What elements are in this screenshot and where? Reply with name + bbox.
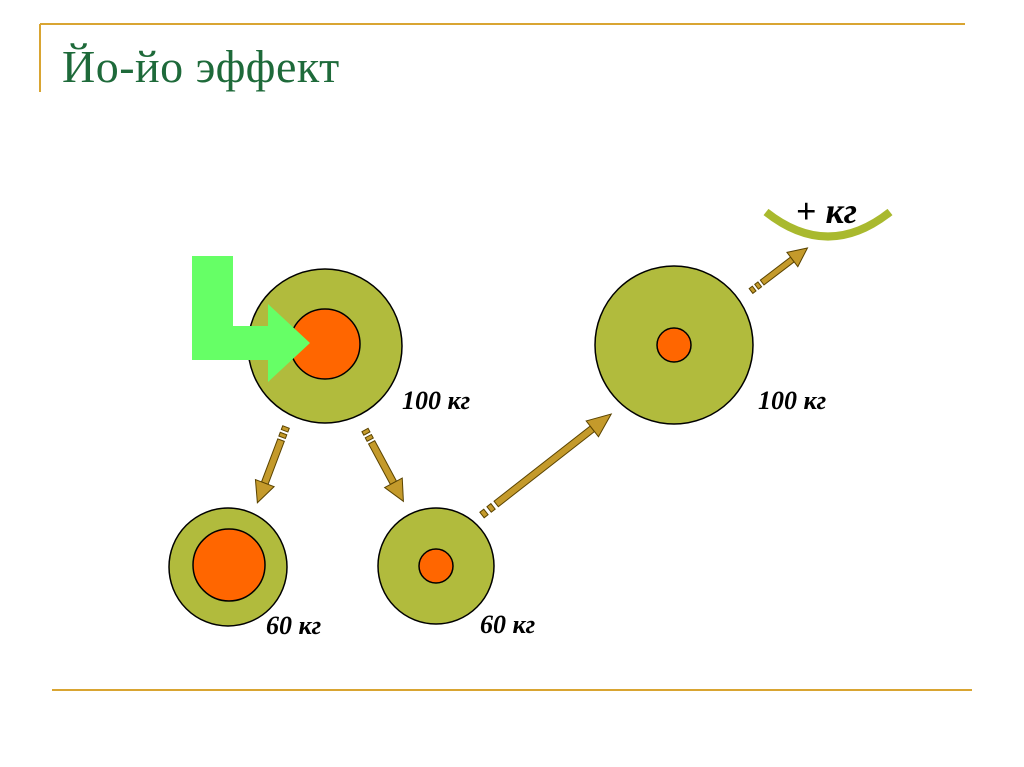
- arrow-up-short-icon: [748, 247, 809, 295]
- weight-label-end: 100 кг: [758, 386, 827, 415]
- plus-sign: +: [796, 191, 817, 231]
- body-diet-a-fat: [192, 528, 266, 602]
- arrow-up-long-icon: [479, 413, 613, 519]
- weight-label-start: 100 кг: [402, 386, 471, 415]
- arrow-down-right-icon: [361, 427, 404, 503]
- plus-unit: кг: [825, 191, 858, 231]
- weight-label-diet-b: 60 кг: [480, 610, 536, 639]
- weight-label-diet-a: 60 кг: [266, 611, 322, 640]
- gain-label: + кг: [796, 190, 857, 232]
- gain-curve: [763, 208, 893, 241]
- slide-title: Йо-йо эффект: [62, 41, 340, 92]
- bent-arrow-icon: [192, 256, 310, 382]
- body-diet-b-fat: [418, 548, 454, 584]
- body-end-fat: [656, 327, 692, 363]
- arrow-down-left-icon: [254, 425, 290, 504]
